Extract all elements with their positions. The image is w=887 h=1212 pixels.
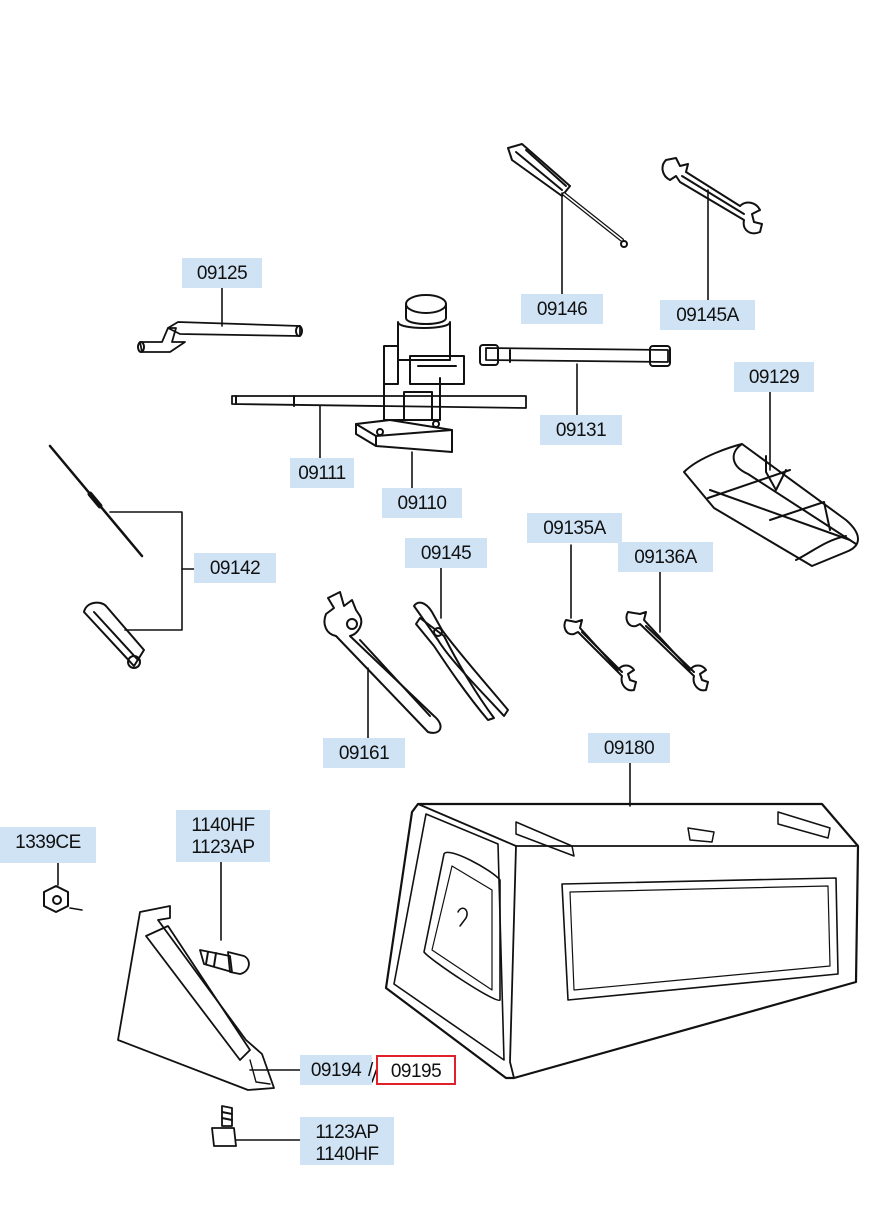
label-09111[interactable]: 09111 bbox=[290, 458, 354, 488]
label-09180[interactable]: 09180 bbox=[588, 733, 670, 763]
wrench-09145A-drawing bbox=[661, 157, 763, 235]
extension-bar-drawing bbox=[479, 344, 671, 367]
label-09136A[interactable]: 09136A bbox=[618, 542, 713, 572]
bolt-bottom-drawing bbox=[211, 1105, 237, 1147]
crank-handle-drawing bbox=[137, 321, 303, 353]
label-09131[interactable]: 09131 bbox=[540, 415, 622, 445]
wrench-09135A-drawing bbox=[563, 619, 637, 692]
wrench-09136A-drawing bbox=[625, 611, 709, 692]
label-09110[interactable]: 09110 bbox=[382, 488, 462, 518]
label-1140HF-1123AP-top[interactable]: 1140HF 1123AP bbox=[176, 810, 270, 862]
label-1123AP-bottom: 1123AP bbox=[315, 1122, 379, 1143]
label-1339CE[interactable]: 1339CE bbox=[0, 827, 96, 863]
bolt-top-drawing bbox=[199, 949, 250, 975]
label-1140HF-bottom: 1140HF bbox=[315, 1144, 379, 1165]
label-09142[interactable]: 09142 bbox=[194, 553, 276, 583]
label-09145[interactable]: 09145 bbox=[405, 538, 487, 568]
label-separator: / bbox=[368, 1060, 373, 1081]
pliers-drawing bbox=[413, 601, 509, 721]
label-09129[interactable]: 09129 bbox=[734, 362, 814, 392]
nut-drawing bbox=[43, 885, 69, 913]
bottle-jack-drawing bbox=[355, 294, 465, 453]
label-09194[interactable]: 09194 bbox=[300, 1055, 372, 1085]
label-09161[interactable]: 09161 bbox=[323, 738, 405, 768]
label-1123AP-top: 1123AP bbox=[191, 837, 255, 858]
tool-box-drawing bbox=[384, 802, 860, 1080]
label-09125[interactable]: 09125 bbox=[182, 258, 262, 288]
screwdriver-handle-drawing bbox=[83, 601, 145, 669]
label-09135A[interactable]: 09135A bbox=[527, 513, 622, 543]
screwdriver-drawing bbox=[507, 143, 628, 248]
label-09145A[interactable]: 09145A bbox=[660, 300, 755, 330]
bracket-drawing bbox=[117, 905, 275, 1091]
tool-bag-drawing bbox=[683, 443, 859, 567]
label-09195-selected[interactable]: 09195 bbox=[376, 1055, 456, 1085]
screwdriver-bit-drawing bbox=[48, 444, 144, 558]
jack-handle-drawing bbox=[231, 395, 527, 409]
label-09146[interactable]: 09146 bbox=[521, 294, 603, 324]
label-1140HF-top: 1140HF bbox=[191, 815, 255, 836]
adjustable-wrench-drawing bbox=[323, 591, 442, 734]
label-1123AP-1140HF-bottom[interactable]: 1123AP 1140HF bbox=[300, 1117, 394, 1165]
